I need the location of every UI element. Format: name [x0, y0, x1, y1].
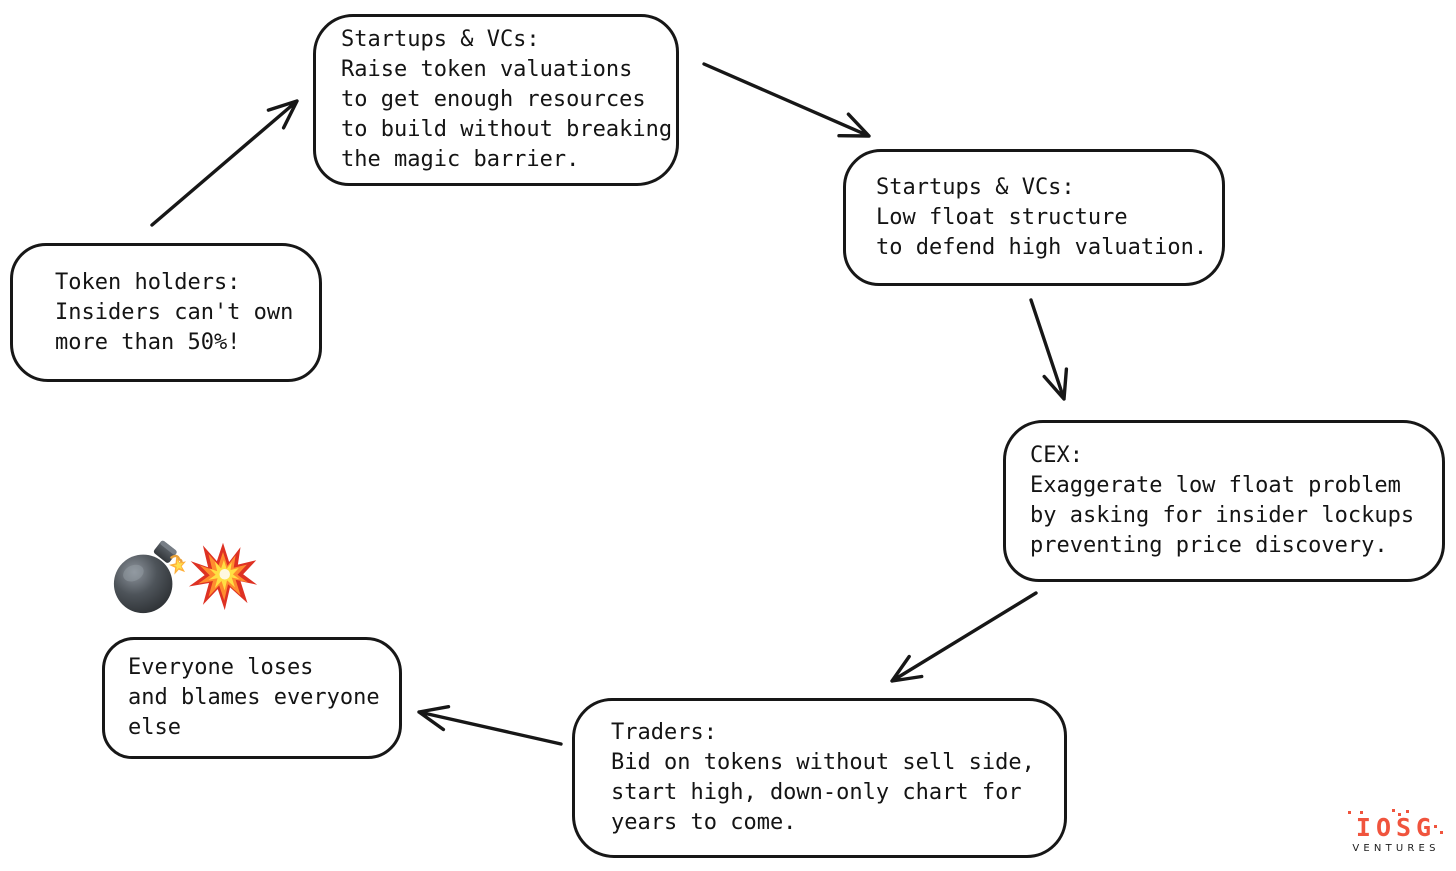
arrow-startups-raise-to-startups-float [702, 62, 871, 138]
node-cex-text: CEX: Exaggerate low float problem by ask… [1030, 443, 1415, 558]
node-startups-raise-text: Startups & VCs: Raise token valuations t… [341, 27, 673, 172]
arrow-traders-to-everyone-loses [417, 705, 563, 746]
node-token-holders-text: Token holders: Insiders can't own more t… [55, 269, 294, 355]
arrow-startups-float-to-cex [1029, 298, 1069, 401]
iosg-ventures-logo: IOSG VENTURES [1348, 811, 1444, 854]
logo-brand-text: IOSG [1355, 813, 1437, 842]
node-everyone-loses-text: Everyone loses and blames everyone else [128, 655, 380, 740]
logo-pixel-dots [1348, 811, 1351, 814]
node-everyone-loses: Everyone loses and blames everyone else [102, 637, 402, 759]
arrow-token-holders-to-startups-raise [150, 99, 299, 227]
arrow-cex-to-traders [890, 591, 1038, 683]
node-startups-float-text: Startups & VCs: Low float structure to d… [876, 174, 1208, 260]
node-startups-raise: Startups & VCs: Raise token valuations t… [313, 14, 679, 186]
node-cex: CEX: Exaggerate low float problem by ask… [1003, 420, 1445, 582]
node-token-holders: Token holders: Insiders can't own more t… [10, 243, 322, 382]
logo-subtitle-text: VENTURES [1352, 843, 1440, 854]
explosion-icon [188, 542, 258, 611]
bomb-icon [113, 540, 187, 614]
node-startups-float: Startups & VCs: Low float structure to d… [843, 149, 1225, 286]
node-traders-text: Traders: Bid on tokens without sell side… [611, 720, 1035, 835]
node-traders: Traders: Bid on tokens without sell side… [572, 698, 1067, 858]
